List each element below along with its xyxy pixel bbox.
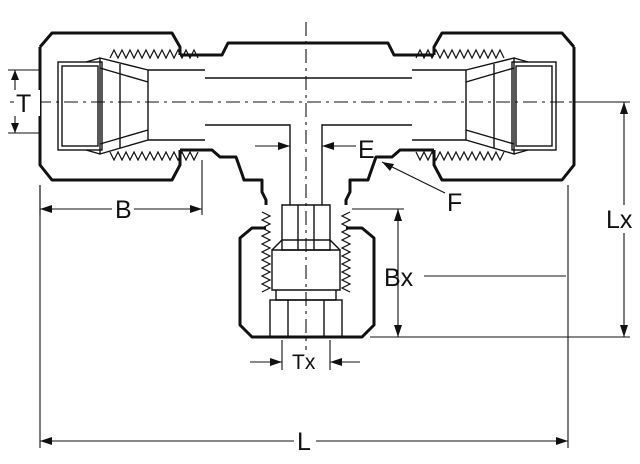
dimension-bx xyxy=(352,208,566,338)
dimension-lx xyxy=(370,101,630,338)
dimension-labels: T B E F Lx Bx Tx L xyxy=(14,90,640,456)
right-port-internals xyxy=(412,48,557,162)
label-lx: Lx xyxy=(606,206,633,234)
dimension-t xyxy=(8,69,40,134)
dimension-tx xyxy=(250,340,360,370)
bottom-thread-left xyxy=(260,211,272,293)
right-thread-top xyxy=(415,48,505,60)
dimension-e xyxy=(255,142,356,150)
right-thread-bottom xyxy=(415,150,505,162)
label-b: B xyxy=(115,196,132,224)
left-thread-top xyxy=(109,48,199,60)
left-thread-bottom xyxy=(109,150,199,162)
body-bottom-right xyxy=(344,148,434,205)
internal-passages xyxy=(205,77,412,251)
body-bottom-left xyxy=(180,148,268,205)
label-tx: Tx xyxy=(292,351,316,374)
bottom-thread-right xyxy=(340,211,352,293)
dimension-l xyxy=(39,185,569,448)
label-f: F xyxy=(447,189,462,217)
label-e: E xyxy=(358,136,375,164)
bottom-nut xyxy=(238,226,376,339)
right-nut xyxy=(432,31,576,182)
dimension-f xyxy=(381,161,446,194)
label-l: L xyxy=(297,428,311,456)
left-port-internals xyxy=(57,48,205,162)
tee-body-outline xyxy=(38,31,576,339)
center-lines xyxy=(10,22,630,350)
left-nut xyxy=(38,31,182,182)
label-t: T xyxy=(16,90,31,118)
label-bx: Bx xyxy=(384,264,414,292)
body-top xyxy=(180,41,434,57)
